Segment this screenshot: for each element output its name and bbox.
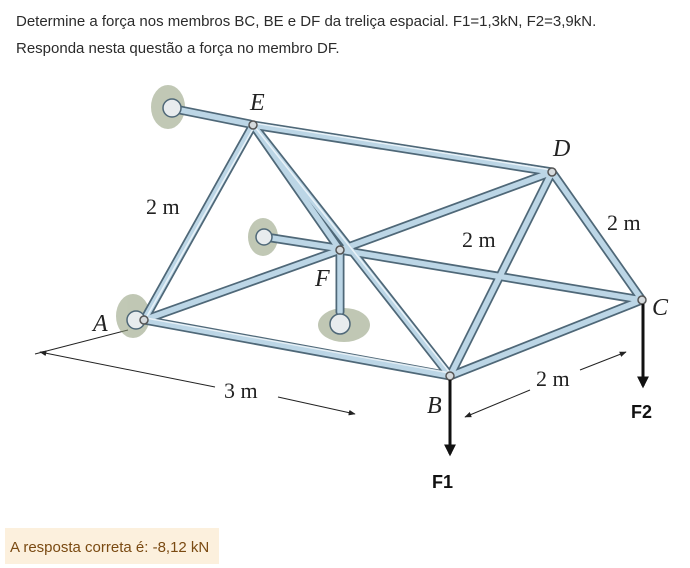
support-f-side [255,228,273,246]
dimension-df-label: 2 m [462,227,496,252]
support-f-bottom [329,313,351,335]
joint-c [637,295,647,305]
dimension-bc-label: 2 m [536,366,570,391]
correct-answer-feedback: A resposta correta é: -8,12 kN [5,528,220,564]
joint-d [547,167,557,177]
question-text: Determine a força nos membros BC, BE e D… [16,8,676,62]
joint-b [445,371,455,381]
dimension-dc-label: 2 m [607,210,641,235]
dimension-ab-label: 3 m [224,378,258,403]
load-f2-label: F2 [631,402,652,422]
dimension-ae-label: 2 m [146,194,180,219]
label-c: C [652,295,669,321]
members [139,105,647,381]
joint-f [335,245,345,255]
joint-e [248,120,258,130]
load-f2: F2 [631,304,652,422]
label-e: E [249,90,265,116]
dimension-ab: 3 m [34,329,356,416]
joint-a [139,315,149,325]
supports [126,98,351,335]
question-line-1: Determine a força nos membros BC, BE e D… [16,13,597,30]
joints [139,120,647,381]
label-b: B [427,393,442,419]
dimension-bc: 2 m [464,351,627,418]
support-e [162,98,182,118]
label-f: F [314,266,330,292]
label-a: A [91,311,108,337]
question-line-2: Responda nesta questão a força no membro… [16,40,340,57]
load-f1: F1 [432,380,456,492]
label-d: D [552,136,570,162]
truss-diagram: 3 m 2 m [34,85,669,492]
load-f1-label: F1 [432,472,453,492]
